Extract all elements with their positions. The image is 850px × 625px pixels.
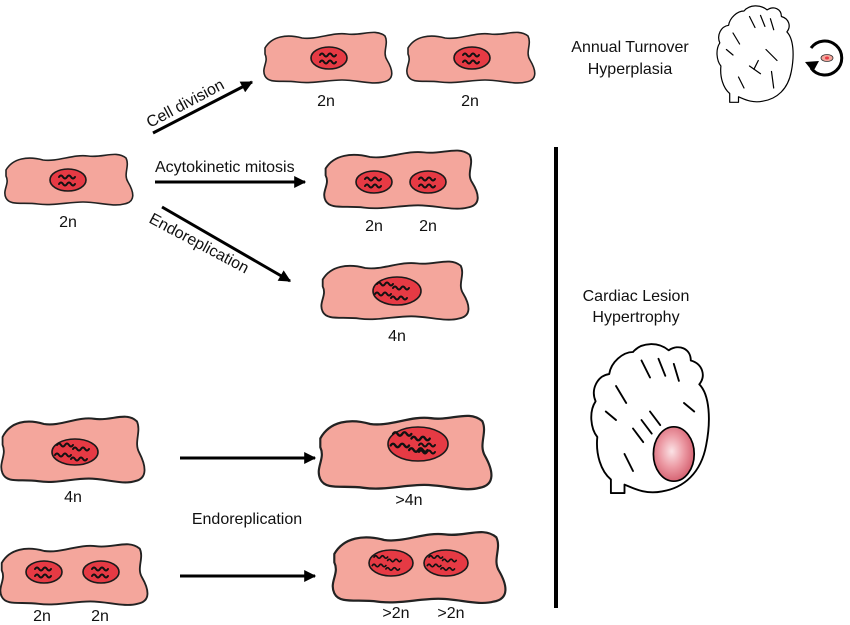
source-cell-binucleate (0, 543, 149, 606)
nucleus-4n-source (51, 438, 99, 466)
acytokinetic-mitosis-label: Acytokinetic mitosis (155, 159, 295, 176)
cytoplasm (0, 543, 149, 606)
cycle-arrow-icon (805, 39, 844, 77)
endoreplication-lower-label: Endoreplication (192, 511, 302, 528)
ploidy-label: 4n (388, 328, 406, 345)
heart-with-lesion-icon (590, 343, 710, 495)
nucleus-left (25, 560, 63, 584)
nucleus (310, 46, 348, 70)
nucleus (49, 168, 87, 192)
ploidy-label: >2n (437, 605, 464, 622)
ploidy-label: 2n (317, 93, 335, 110)
daughter-cell-2 (406, 31, 536, 84)
nucleus-4n (372, 276, 422, 306)
ploidy-label: 4n (64, 489, 82, 506)
daughter-cell-1 (263, 31, 393, 84)
ploidy-label: 2n (91, 608, 109, 625)
arrow-endoreplication (161, 205, 292, 283)
panel-title-line2: Hypertrophy (592, 309, 679, 326)
lesion (652, 425, 696, 483)
panel-title-line2: Hyperplasia (588, 61, 673, 78)
ploidy-label: >4n (395, 492, 422, 509)
cytoplasm (323, 149, 479, 210)
heart-icon (716, 5, 794, 103)
nucleus-right (82, 560, 120, 584)
ploidy-label: 2n (419, 218, 437, 235)
nucleus-right (409, 170, 447, 194)
ploidy-label: >2n (382, 605, 409, 622)
ploidy-label: 2n (59, 214, 77, 231)
nucleus-left (355, 170, 393, 194)
nucleus (453, 46, 491, 70)
endoreplication-label: Endoreplication (146, 211, 251, 278)
cytoplasm (331, 530, 507, 605)
cell-division-label: Cell division (144, 76, 227, 131)
panel-title-line1: Annual Turnover (571, 39, 689, 56)
ploidy-label: 2n (461, 93, 479, 110)
source-cell-2n (4, 153, 134, 206)
binucleated-cell (323, 149, 479, 210)
nucleus-left (368, 549, 414, 577)
ploidy-label: 2n (33, 608, 51, 625)
arrow-cell-division (152, 80, 254, 135)
ploidy-label: 2n (365, 218, 383, 235)
nucleus-gt4n (387, 426, 449, 462)
nucleus-right (423, 549, 469, 577)
polyploid-binucleated-cell (331, 530, 507, 605)
panel-title-line1: Cardiac Lesion (583, 288, 690, 305)
cell-icon (820, 54, 834, 62)
